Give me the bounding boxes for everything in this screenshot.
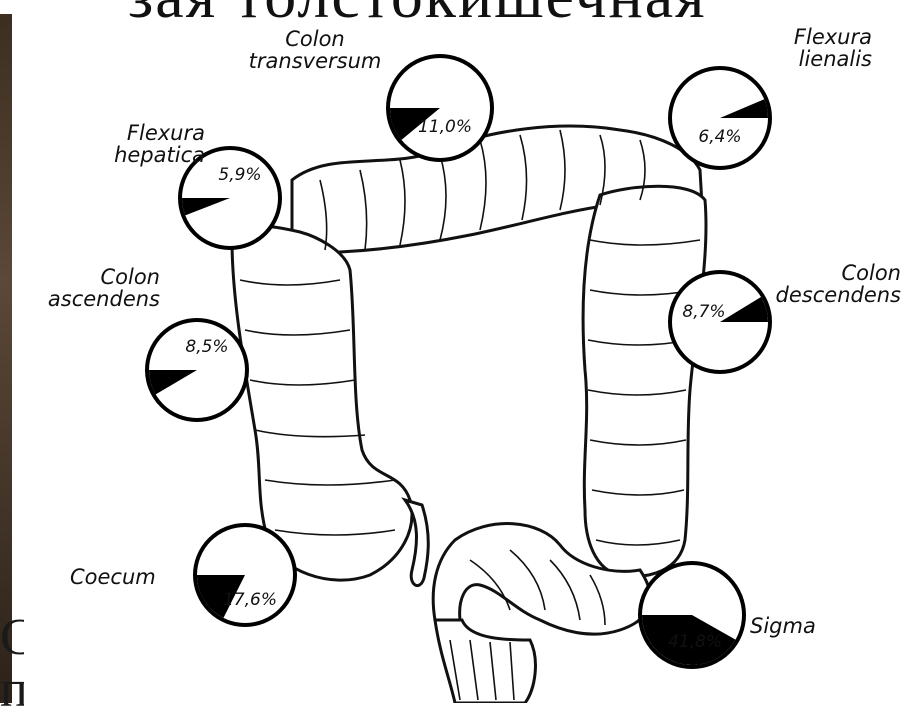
pie-value-label-colon-descendens: 8,7% <box>682 302 725 322</box>
segment-label-line: Flexura <box>45 122 205 144</box>
segment-label-line: Colon <box>766 262 901 284</box>
segment-label-line: ascendens <box>20 288 160 310</box>
segment-label-line: transversum <box>240 50 390 72</box>
segment-label-line: lienalis <box>672 48 872 70</box>
segment-label-sigma: Sigma <box>750 615 850 637</box>
colon-illustration <box>232 126 706 703</box>
pie-value-label-coecum: 17,6% <box>223 590 277 610</box>
segment-label-line: Flexura <box>672 26 872 48</box>
pie-value-label-flexura-lienalis: 6,4% <box>698 127 741 147</box>
segment-label-line: Sigma <box>750 615 850 637</box>
segment-label-line: hepatica <box>45 144 205 166</box>
pie-value-label-colon-ascendens: 8,5% <box>185 337 228 357</box>
pie-value-label-colon-transversum: 11,0% <box>418 117 472 137</box>
pie-value-label-sigma: 41,8% <box>668 632 722 652</box>
segment-label-line: Colon <box>20 266 160 288</box>
segment-label-coecum: Coecum <box>70 566 190 588</box>
segment-label-line: descendens <box>766 284 901 306</box>
segment-label-line: Coecum <box>70 566 190 588</box>
pie-value-label-flexura-hepatica: 5,9% <box>218 165 261 185</box>
segment-label-line: Colon <box>240 28 390 50</box>
